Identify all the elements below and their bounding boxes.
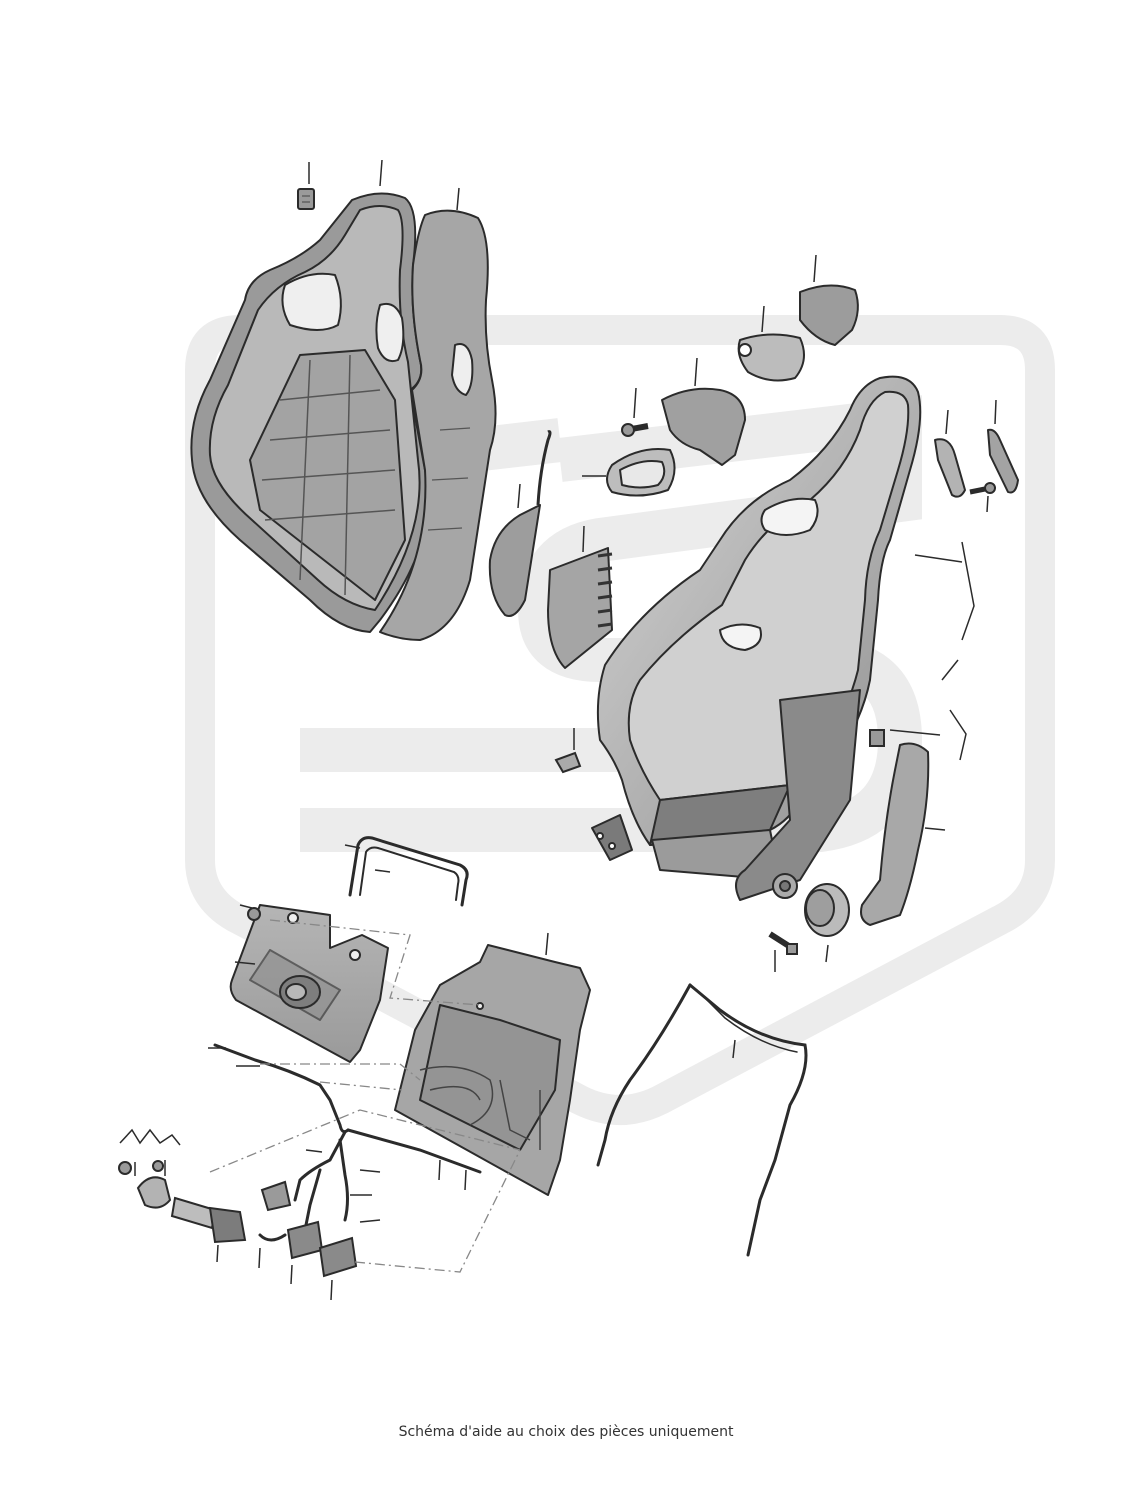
seat-shell [591,375,922,901]
connector-block [260,1180,358,1278]
leader-lines-lower [119,844,736,1301]
screw-bolt [621,423,996,955]
belt-guide-frame [661,284,859,466]
heater-pad-cushion [394,944,591,1196]
clip-small [554,751,582,774]
mounting-clamp [136,1160,172,1209]
side-panel-upper [488,430,552,617]
heating-wire-loop [348,836,469,907]
reference-lines [209,919,521,1273]
small-bracket [869,729,885,747]
side-panel-lower [547,547,613,669]
diagram-caption: Schéma d'aide au choix des pièces unique… [398,1424,734,1440]
leader-lines [308,159,997,972]
wiring-harness [213,1043,482,1242]
recliner-mechanism [772,873,798,899]
temperature-sensor [170,1196,247,1244]
clip-part [297,188,315,210]
seat-back-cover [190,192,429,633]
seat-back-foam [379,209,497,641]
recliner-knob [804,883,850,937]
nut [118,907,261,1175]
cover-cap [934,428,1019,498]
seat-frame-wire [596,983,808,1257]
side-trim-panel [860,742,930,926]
heater-pad-back [229,904,389,1063]
belt-guide-trim [606,448,676,497]
